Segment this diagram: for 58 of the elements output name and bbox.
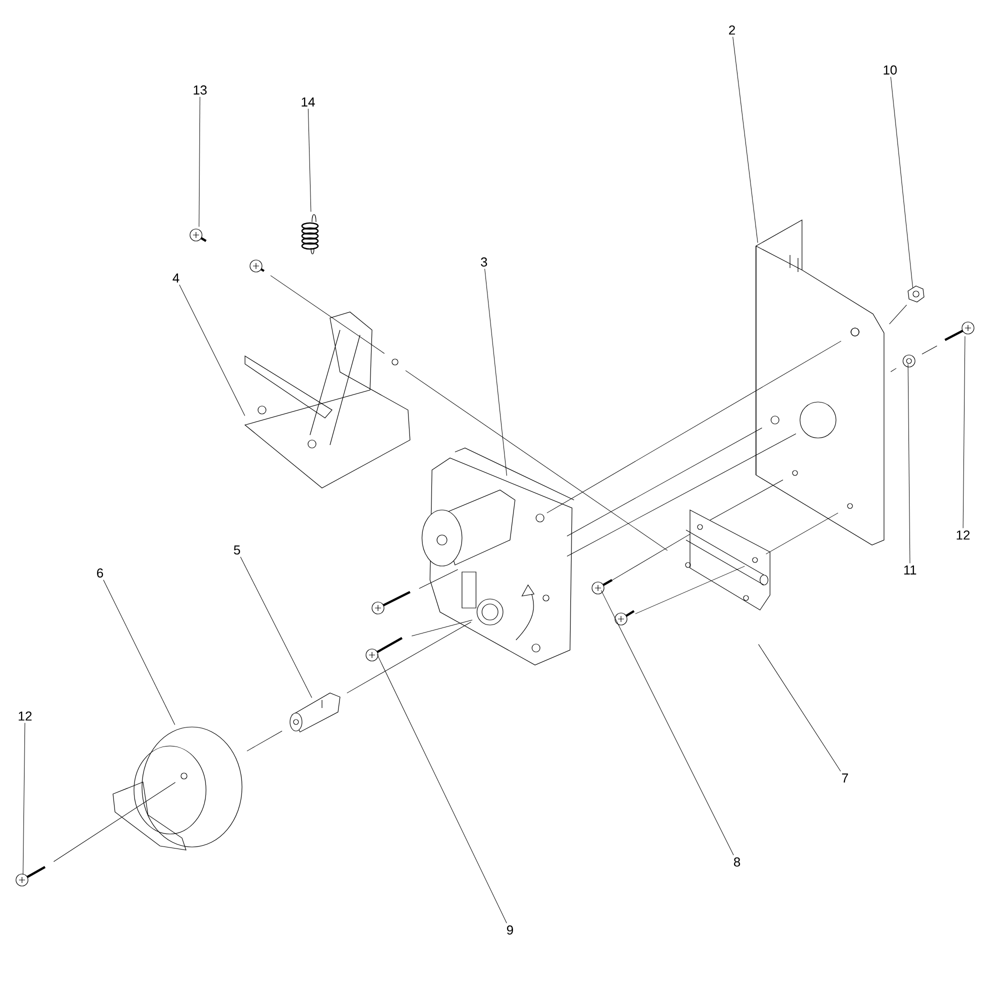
leader-line (22, 722, 26, 875)
callout-number: 6 (97, 568, 104, 578)
assembly-line (635, 566, 745, 614)
leader-line (962, 336, 966, 528)
callout-number: 13 (194, 85, 207, 95)
screw-drawing (944, 322, 974, 341)
assembly-line (566, 434, 796, 556)
assembly-line (346, 622, 472, 694)
spacer-drawing (290, 692, 340, 732)
callout-number: 5 (234, 545, 240, 555)
screw-drawing (190, 228, 265, 272)
hinge-plate-drawing (685, 510, 770, 610)
leader-line (376, 654, 507, 924)
gearbox-drawing (422, 448, 574, 666)
hub-drawing (112, 726, 242, 850)
screw-drawing (16, 866, 46, 886)
callout-number: 12 (956, 530, 970, 540)
assembly-line (710, 480, 784, 520)
spring-drawing (301, 214, 319, 254)
leader-line (732, 36, 758, 243)
nut-drawing (908, 286, 924, 302)
assembly-line (53, 782, 176, 862)
assembly-line (418, 569, 458, 589)
callout-number: 11 (904, 566, 916, 574)
assembly-line (922, 346, 938, 354)
screw-drawing (366, 591, 410, 662)
assembly-line (405, 370, 668, 551)
leader-line (240, 556, 312, 698)
assembly-line (546, 340, 842, 514)
assembly-line (246, 730, 282, 752)
leader-line (198, 96, 200, 227)
callout-number: 8 (734, 857, 740, 867)
callout-number: 3 (480, 257, 488, 267)
assembly-line (566, 428, 762, 536)
callout-number: 9 (507, 925, 513, 935)
callout-number: 7 (842, 774, 848, 782)
leader-line (758, 644, 841, 772)
washer-drawing (902, 354, 916, 368)
callout-number: 10 (884, 65, 897, 75)
leader-line (908, 364, 910, 564)
assembly-line (889, 304, 907, 324)
leader-line (179, 284, 246, 416)
leader-line (890, 76, 914, 288)
leader-line (308, 108, 312, 212)
assembly-line (412, 620, 473, 636)
callout-number: 14 (302, 98, 315, 106)
leader-line (484, 268, 507, 476)
callout-number: 4 (172, 274, 180, 282)
screw-drawing (592, 579, 635, 626)
leader-line (600, 590, 734, 856)
assembly-line (270, 275, 385, 354)
assembly-line (766, 512, 838, 554)
callout-number: 2 (729, 25, 735, 35)
leader-line (103, 580, 176, 725)
frame-bracket-drawing (756, 219, 884, 546)
assembly-line (610, 534, 690, 582)
assembly-line (890, 368, 896, 372)
callout-number: 12 (18, 711, 32, 721)
